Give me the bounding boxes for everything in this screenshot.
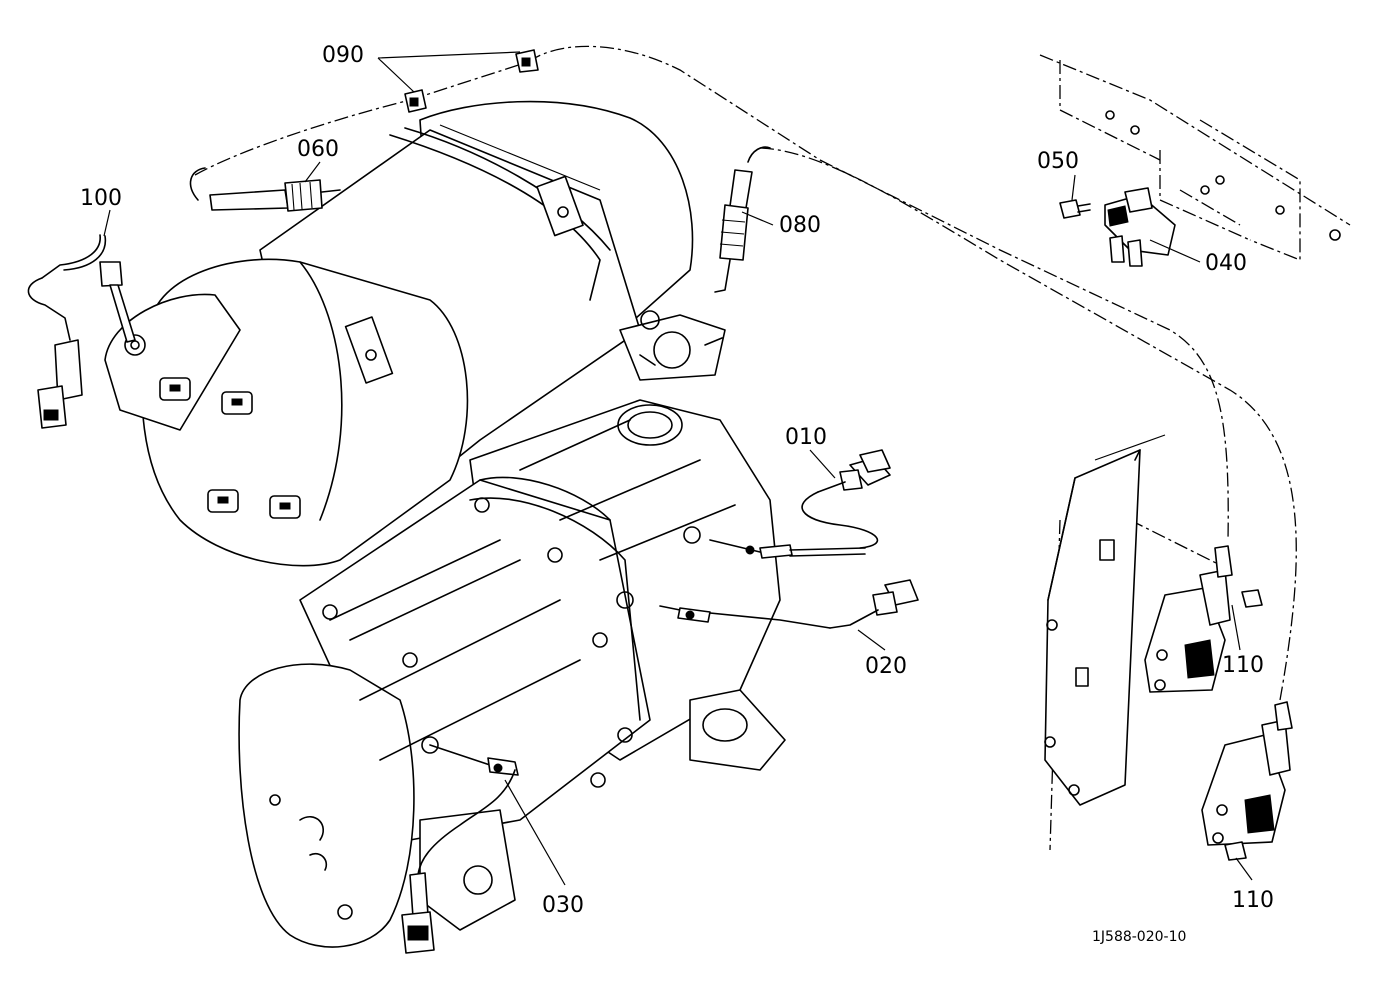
sensor-110-upper (1144, 545, 1263, 693)
callout-labels: 090 060 100 080 050 040 010 020 030 110 … (80, 43, 1274, 945)
mounting-bracket (1039, 54, 1351, 261)
callout-080: 080 (779, 213, 821, 238)
bolt-050 (1059, 199, 1091, 219)
callout-050: 050 (1037, 149, 1079, 174)
dpf-body (238, 399, 786, 948)
sensor-010 (709, 449, 891, 559)
callout-040: 040 (1205, 251, 1247, 276)
callout-090: 090 (322, 43, 364, 68)
clamps-090 (404, 49, 539, 113)
callout-060: 060 (297, 137, 339, 162)
side-panel (1044, 434, 1166, 806)
sensor-040 (1104, 187, 1176, 267)
callout-100: 100 (80, 186, 122, 211)
callout-020: 020 (865, 654, 907, 679)
sensor-100 (27, 234, 136, 429)
callout-030: 030 (542, 893, 584, 918)
sensor-030 (401, 744, 519, 954)
flange-bolts (322, 497, 701, 788)
figure-code: 1J588-020-10 (1092, 929, 1186, 945)
sensor-080 (714, 146, 771, 293)
leader-lines (103, 51, 1253, 886)
callout-010: 010 (785, 425, 827, 450)
sensor-060 (189, 167, 341, 212)
callout-110-upper: 110 (1222, 653, 1264, 678)
callout-110-lower: 110 (1232, 888, 1274, 913)
sensor-110-lower (1201, 701, 1293, 861)
sensor-020 (659, 579, 919, 629)
doc-muffler-body (104, 100, 726, 567)
